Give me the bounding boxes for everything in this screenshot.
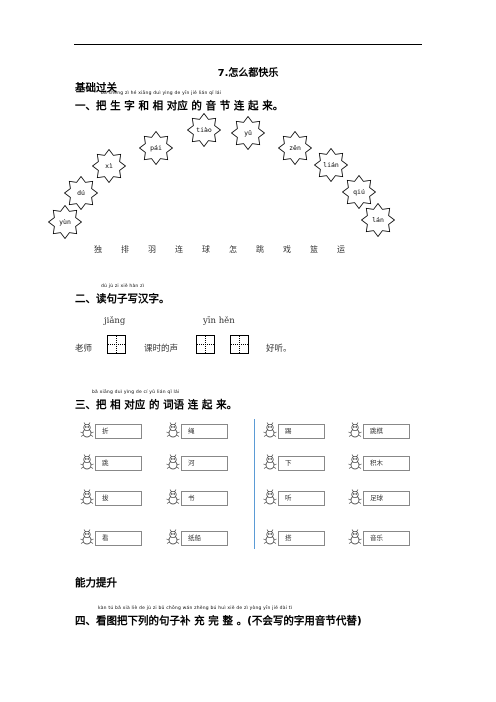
section-ability: 能力提升 xyxy=(75,577,117,589)
q2-text-left: 老师 xyxy=(75,344,93,354)
syllable-star[interactable]: yǔ xyxy=(231,116,265,150)
write-box[interactable] xyxy=(107,335,126,354)
q1-char[interactable]: 篮 xyxy=(310,245,318,254)
syllable-label: pái xyxy=(150,144,162,152)
ant-icon xyxy=(165,529,181,545)
q3-heading: 三、把 相 对应 的 词语 连 起 来。 xyxy=(75,399,238,411)
ant-icon xyxy=(79,454,95,470)
q2-heading: 二、读句子写汉字。 xyxy=(75,293,170,305)
q2-pinyin-1: jiǎng xyxy=(104,316,126,326)
word-card[interactable]: 拔 xyxy=(95,491,142,506)
word-card[interactable]: 跳棋 xyxy=(363,424,410,439)
word-card[interactable]: 积木 xyxy=(363,456,410,471)
word-card[interactable]: 折 xyxy=(95,424,142,439)
ant-icon xyxy=(347,529,363,545)
syllable-star[interactable]: dú xyxy=(64,176,98,210)
write-box[interactable] xyxy=(196,335,215,354)
word-card[interactable]: 足球 xyxy=(363,491,410,506)
ant-icon xyxy=(347,454,363,470)
ant-icon xyxy=(165,489,181,505)
syllable-label: qiú xyxy=(353,188,365,196)
word-card[interactable]: 看 xyxy=(95,531,142,546)
syllable-star[interactable]: zěn xyxy=(278,131,312,165)
syllable-star[interactable]: tiào xyxy=(187,113,221,147)
syllable-label: yǔ xyxy=(244,129,252,137)
q4-pinyin: kàn tú bǎ xià liè de jù zi bǔ chōng wán … xyxy=(98,606,293,611)
word-card[interactable]: 音乐 xyxy=(363,531,410,546)
syllable-star[interactable]: xì xyxy=(92,149,126,183)
q2-pinyin: dú jù zi xiě hàn zì xyxy=(101,284,145,289)
q1-char[interactable]: 独 xyxy=(94,245,102,254)
word-card[interactable]: 纸船 xyxy=(181,531,228,546)
q3-pinyin: bǎ xiāng duì yìng de cí yǔ lián qǐ lái xyxy=(92,390,180,395)
syllable-star[interactable]: pái xyxy=(139,131,173,165)
header-rule xyxy=(74,44,422,45)
word-card[interactable]: 书 xyxy=(181,491,228,506)
ant-icon xyxy=(79,422,95,438)
ant-icon xyxy=(347,489,363,505)
ant-icon xyxy=(262,489,278,505)
ant-icon xyxy=(262,454,278,470)
syllable-star[interactable]: lán xyxy=(361,203,395,237)
word-card[interactable]: 河 xyxy=(181,456,228,471)
q2-text-right: 好听。 xyxy=(266,344,292,354)
syllable-label: tiào xyxy=(196,126,212,134)
q1-char[interactable]: 球 xyxy=(202,245,210,254)
syllable-label: lán xyxy=(372,216,384,224)
q1-pinyin: bǎ shēng zì hé xiāng duì yìng de yīn jié… xyxy=(101,91,222,96)
q1-char-row: 独 排 羽 连 球 怎 跳 戏 篮 运 xyxy=(0,244,496,258)
syllable-label: dú xyxy=(77,189,85,197)
q2-text-mid: 课时的声 xyxy=(144,344,179,354)
page-title: 7.怎么都快乐 xyxy=(217,68,279,79)
q1-char[interactable]: 连 xyxy=(175,245,183,254)
q1-char[interactable]: 跳 xyxy=(256,245,264,254)
q1-char[interactable]: 排 xyxy=(121,245,129,254)
q1-char[interactable]: 羽 xyxy=(148,245,156,254)
ant-icon xyxy=(165,454,181,470)
q4-heading: 四、看图把下列的句子补 充 完 整 。(不会写的字用音节代替) xyxy=(75,615,362,627)
ant-icon xyxy=(165,422,181,438)
column-divider xyxy=(254,419,255,549)
ant-icon xyxy=(347,422,363,438)
syllable-label: zěn xyxy=(289,144,301,152)
ant-icon xyxy=(262,529,278,545)
ant-icon xyxy=(79,529,95,545)
syllable-label: lián xyxy=(323,161,339,169)
q2-pinyin-2: yīn hěn xyxy=(203,316,235,326)
word-card[interactable]: 踢 xyxy=(278,424,325,439)
syllable-star[interactable]: qiú xyxy=(342,175,376,209)
word-card[interactable]: 搭 xyxy=(278,531,325,546)
section-basic: 基础过关 xyxy=(75,82,117,94)
word-card[interactable]: 下 xyxy=(278,456,325,471)
word-card[interactable]: 跳 xyxy=(95,456,142,471)
q1-char[interactable]: 运 xyxy=(337,245,345,254)
q1-char[interactable]: 戏 xyxy=(283,245,291,254)
q1-char[interactable]: 怎 xyxy=(229,245,237,254)
ant-icon xyxy=(262,422,278,438)
word-card[interactable]: 听 xyxy=(278,491,325,506)
syllable-star[interactable]: lián xyxy=(314,148,348,182)
syllable-label: xì xyxy=(105,162,113,170)
write-box[interactable] xyxy=(230,335,249,354)
q1-heading: 一、把 生 字 和 相 对应 的 音 节 连 起 来。 xyxy=(75,100,284,112)
syllable-star[interactable]: yùn xyxy=(48,205,82,239)
word-card[interactable]: 绳 xyxy=(181,424,228,439)
syllable-label: yùn xyxy=(59,218,71,226)
ant-icon xyxy=(79,489,95,505)
